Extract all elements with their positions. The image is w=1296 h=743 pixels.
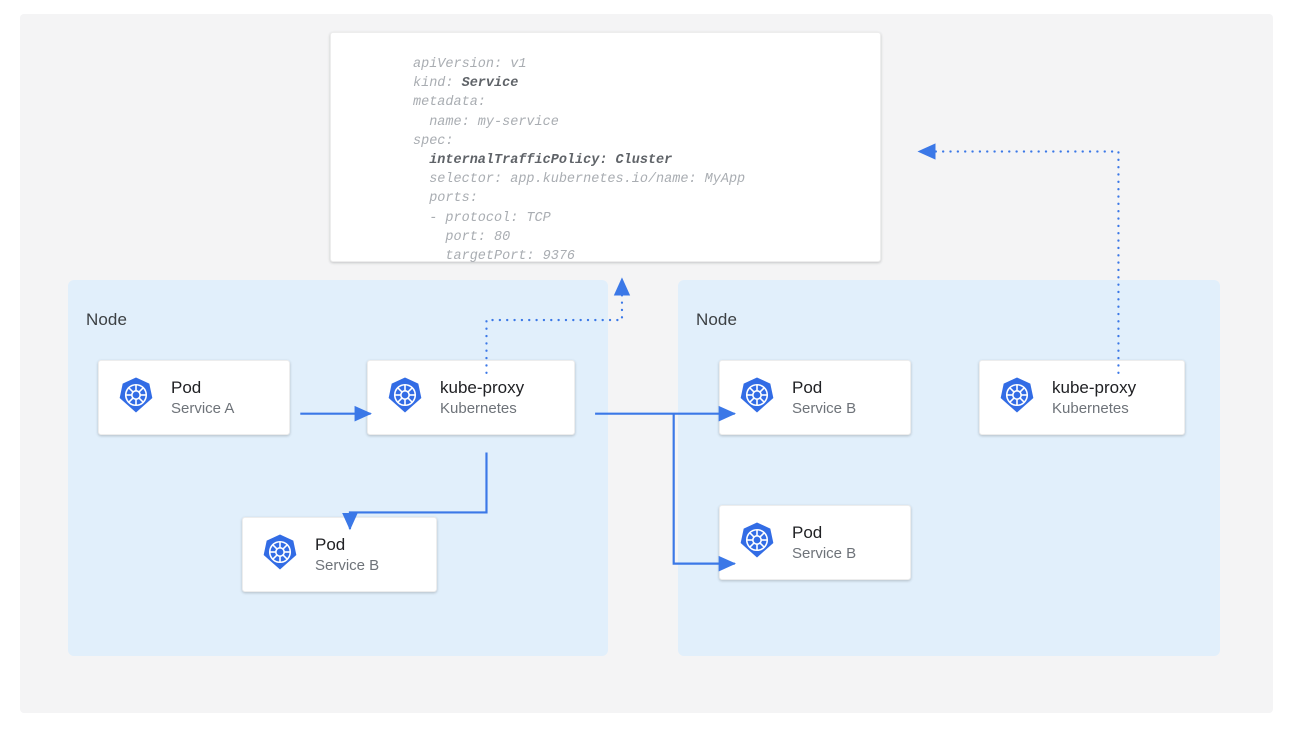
card-subtitle: Service B — [315, 556, 380, 574]
service-manifest-panel: apiVersion: v1 kind: Service metadata: n… — [330, 32, 881, 264]
yaml-line-6: selector: app.kubernetes.io/name: MyApp — [413, 172, 746, 188]
card-pod-service-b-right-bottom[interactable]: Pod Service B — [719, 505, 911, 580]
card-subtitle: Service B — [792, 399, 857, 417]
card-title: kube-proxy — [1052, 377, 1137, 397]
kubernetes-wheel-icon — [998, 376, 1036, 419]
kubernetes-wheel-icon — [738, 376, 776, 419]
node-box-left — [68, 280, 608, 656]
yaml-line-8: - protocol: TCP — [413, 210, 551, 226]
yaml-line-2: metadata: — [413, 95, 486, 111]
card-subtitle: Service B — [792, 544, 857, 562]
node-label-left: Node — [86, 310, 128, 329]
yaml-line-10: targetPort: 9376 — [413, 249, 576, 265]
yaml-line-7: ports: — [413, 191, 478, 207]
card-pod-service-a[interactable]: Pod Service A — [98, 360, 290, 435]
node-label-right: Node — [696, 310, 738, 329]
card-title: Pod — [315, 534, 346, 554]
card-title: Pod — [171, 377, 202, 397]
yaml-line-3: name: my-service — [413, 114, 559, 130]
yaml-line-5: internalTrafficPolicy: Cluster — [413, 153, 673, 169]
yaml-line-1: kind: Service — [413, 76, 519, 92]
yaml-line-0: apiVersion: v1 — [413, 57, 527, 72]
card-kube-proxy-left[interactable]: kube-proxy Kubernetes — [367, 360, 575, 435]
kubernetes-wheel-icon — [738, 521, 776, 564]
card-title: Pod — [792, 377, 823, 397]
card-subtitle: Service A — [171, 399, 235, 417]
yaml-line-4: spec: — [413, 133, 454, 149]
yaml-line-9: port: 80 — [413, 229, 511, 245]
card-title: Pod — [792, 522, 823, 542]
kubernetes-wheel-icon — [386, 376, 424, 419]
card-pod-service-b-right-top[interactable]: Pod Service B — [719, 360, 911, 435]
kubernetes-wheel-icon — [117, 376, 155, 419]
card-subtitle: Kubernetes — [1052, 399, 1129, 417]
diagram-canvas: apiVersion: v1 kind: Service metadata: n… — [20, 14, 1273, 713]
card-title: kube-proxy — [440, 377, 525, 397]
card-subtitle: Kubernetes — [440, 399, 517, 417]
card-kube-proxy-right[interactable]: kube-proxy Kubernetes — [979, 360, 1185, 435]
kubernetes-wheel-icon — [261, 533, 299, 576]
node-box-right — [678, 280, 1220, 656]
service-manifest-code: apiVersion: v1 kind: Service metadata: n… — [413, 55, 745, 266]
card-pod-service-b-left[interactable]: Pod Service B — [242, 517, 437, 592]
